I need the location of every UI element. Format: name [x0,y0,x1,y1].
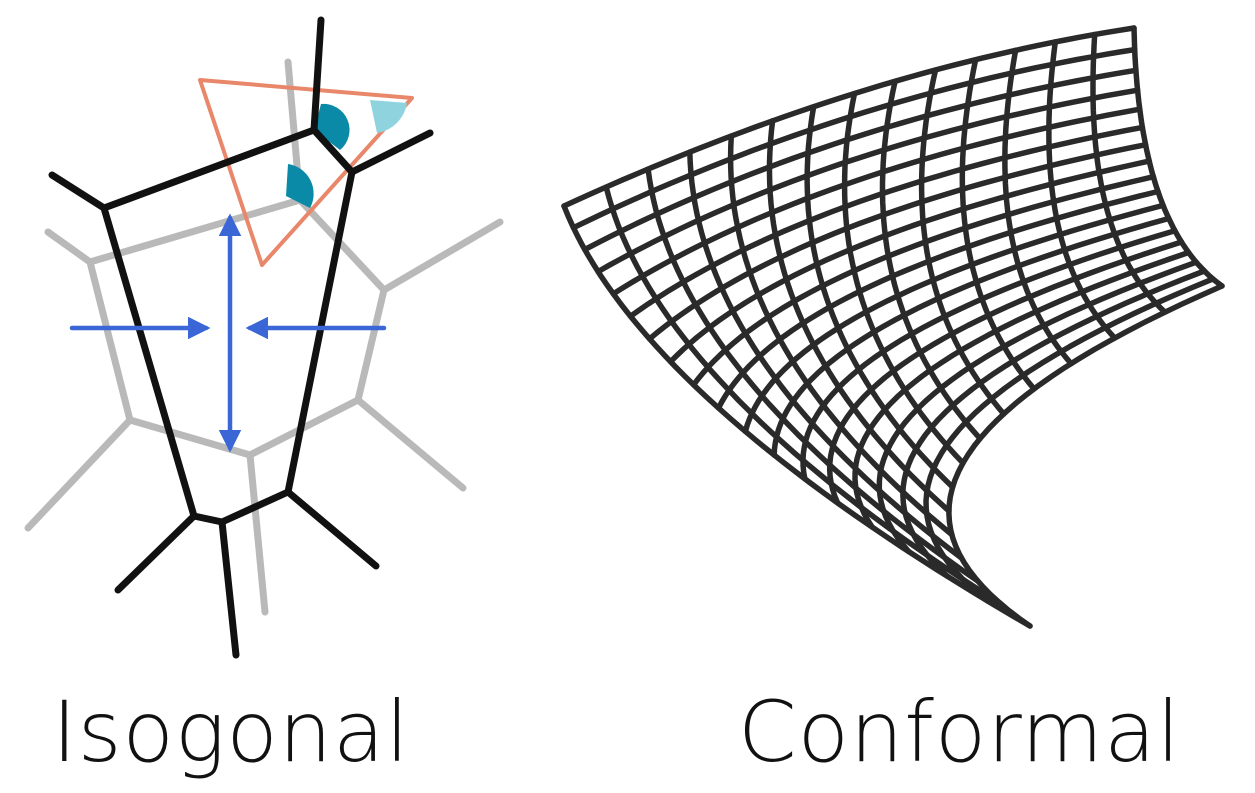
grid-line-v [610,106,1143,297]
grid-line-v [826,239,1185,506]
grid-line-v [852,249,1192,530]
grid-line-v [900,268,1208,579]
angle-markers [286,100,407,208]
isogonal-label: Isogonal [52,683,410,781]
force-arrows [69,213,387,453]
grid-line-u [1131,25,1225,289]
isogonal-diagram [24,16,504,659]
grid-line-v [561,25,1137,209]
grid-line-v [582,67,1139,253]
grid-line-v [742,202,1166,435]
grid-line-v [923,276,1216,604]
grey-edge [24,416,134,532]
grid-line-v [690,173,1157,388]
conformal-label: Conformal [738,683,1181,781]
grey-edge [354,396,467,492]
black-edge [348,129,434,176]
grid-line-v [595,87,1141,275]
grey-edge [246,451,269,616]
grid-line-u [841,90,966,466]
black-edge [310,16,325,134]
grid-line-v [771,215,1172,458]
black-edge [114,512,198,594]
black-edge [218,518,240,659]
grey-edge [380,218,504,294]
grid-line-v [646,141,1149,342]
dual-triangle [198,78,414,267]
grid-line-v [800,227,1178,482]
black-edge [48,171,108,212]
grid-line-v [667,158,1152,365]
foreground-mesh [48,16,434,659]
black-edge [284,488,380,570]
grid-line-v [715,188,1161,411]
grid-line-v [570,46,1138,231]
angle-marker-dark [286,164,314,208]
background-mesh [24,58,504,616]
conformal-grid [561,25,1225,629]
angle-marker-light [370,100,407,133]
grey-edge [44,228,94,266]
grid-line-v [627,124,1146,319]
grid-line-v [876,259,1199,555]
grid-line-v [946,283,1225,629]
angle-marker-dark [314,103,350,150]
